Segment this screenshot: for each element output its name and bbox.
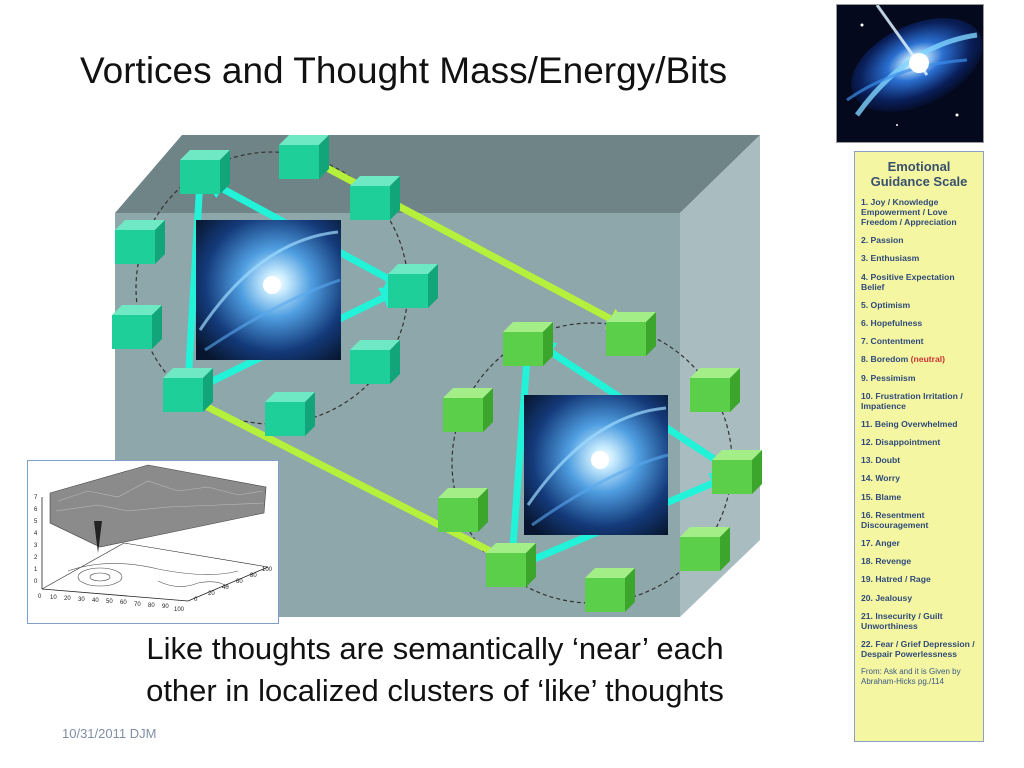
galaxy-photo: [836, 4, 984, 143]
teal-cube: [115, 220, 165, 264]
scale-item: 2. Passion: [861, 235, 904, 246]
y-tick: 6: [34, 507, 38, 513]
x-tick: 80: [148, 603, 155, 609]
surface-plot-graphic: 7 6 5 4 3 2 1 0 0 10 20 30 40 50 60 70 8…: [34, 464, 273, 613]
teal-cube: [279, 135, 329, 179]
green-cube: [585, 568, 635, 612]
scale-item: 3. Enthusiasm: [861, 253, 920, 264]
y-tick: 3: [34, 543, 38, 549]
scale-item: 17. Anger: [861, 538, 900, 548]
galaxy-image-right: [524, 395, 669, 535]
scale-item: 4. Positive Expectation Belief: [861, 271, 955, 292]
scale-item-label: 8. Boredom: [861, 354, 909, 365]
lime-arrow-bottom: [172, 388, 516, 565]
green-cube: [438, 488, 488, 532]
y-tick: 7: [34, 495, 38, 501]
caption-line: Like thoughts are semantically ‘near’ ea…: [146, 631, 724, 666]
galaxy-photo-graphic: [837, 5, 983, 142]
z-tick: 20: [208, 591, 215, 597]
scale-item: 12. Disappointment: [861, 437, 941, 448]
x-tick: 60: [120, 600, 127, 606]
scale-title: Emotional Guidance Scale: [861, 159, 977, 189]
scale-item: 18. Revenge: [861, 556, 912, 567]
scale-item: 6. Hopefulness: [861, 317, 923, 328]
scale-item: 11. Being Overwhelmed: [861, 418, 958, 429]
scale-item: 14. Worry: [861, 473, 901, 484]
x-tick: 10: [50, 595, 57, 601]
scale-title-line: Guidance Scale: [870, 174, 968, 189]
green-cube: [680, 527, 730, 571]
x-tick: 40: [92, 598, 99, 604]
x-tick: 90: [162, 604, 169, 610]
teal-cube: [350, 176, 400, 220]
green-cube: [690, 368, 740, 412]
x-tick: 70: [134, 602, 141, 608]
scale-item: 19. Hatred / Rage: [861, 574, 931, 585]
scale-item: 7. Contentment: [861, 336, 924, 347]
scale-item: 10. Frustration Irritation / Impatience: [861, 390, 963, 411]
surface-plot-inset: 7 6 5 4 3 2 1 0 0 10 20 30 40 50 60 70 8…: [27, 460, 279, 624]
scale-item: 9. Pessimism: [861, 372, 916, 383]
y-tick: 5: [34, 519, 38, 525]
green-cube: [712, 450, 762, 494]
y-tick: 0: [34, 579, 38, 585]
scale-item: 16. Resentment Discouragement: [861, 509, 929, 530]
green-cube: [443, 388, 493, 432]
teal-cube: [163, 368, 213, 412]
x-tick: 20: [64, 596, 71, 602]
neutral-note: (neutral): [910, 354, 946, 365]
scale-item-neutral: 8. Boredom (neutral): [861, 354, 977, 364]
x-tick: 100: [174, 607, 185, 613]
teal-cube: [388, 264, 438, 308]
z-tick: 100: [262, 567, 273, 573]
scale-title-line: Emotional: [887, 159, 951, 174]
teal-cube: [350, 340, 400, 384]
scale-item: 20. Jealousy: [861, 592, 913, 603]
slide-title: Vortices and Thought Mass/Energy/Bits: [80, 50, 728, 91]
scale-item: 22. Fear / Grief Depression / Despair Po…: [861, 638, 975, 659]
green-cube: [486, 543, 536, 587]
y-tick: 2: [34, 555, 38, 561]
scale-item: 15. Blame: [861, 491, 902, 502]
scale-item: 13. Doubt: [861, 455, 901, 466]
z-tick: 0: [194, 597, 198, 603]
z-tick: 60: [236, 579, 243, 585]
x-tick: 30: [78, 597, 85, 603]
emotional-guidance-scale: Emotional Guidance Scale 1. Joy / Knowle…: [854, 151, 984, 742]
scale-item: 5. Optimism: [861, 299, 911, 310]
slide-footer-date: 10/31/2011 DJM: [62, 726, 157, 741]
z-tick: 40: [222, 585, 229, 591]
teal-cube: [265, 392, 315, 436]
galaxy-image-left: [196, 220, 341, 360]
green-cube: [606, 312, 656, 356]
green-cube: [503, 322, 553, 366]
teal-cube: [112, 305, 162, 349]
y-tick: 1: [34, 567, 38, 573]
slide-caption: Like thoughts are semantically ‘near’ ea…: [70, 628, 800, 712]
y-tick: 4: [34, 531, 38, 537]
scale-item: 21. Insecurity / Guilt Unworthiness: [861, 610, 943, 631]
scale-source: From: Ask and it is Given by Abraham-Hic…: [861, 667, 961, 687]
scale-item: 1. Joy / Knowledge Empowerment / Love Fr…: [861, 197, 957, 227]
z-tick: 80: [250, 573, 257, 579]
teal-cube: [180, 150, 230, 194]
x-tick: 0: [38, 594, 42, 600]
caption-line: other in localized clusters of ‘like’ th…: [146, 673, 724, 708]
x-tick: 50: [106, 599, 113, 605]
